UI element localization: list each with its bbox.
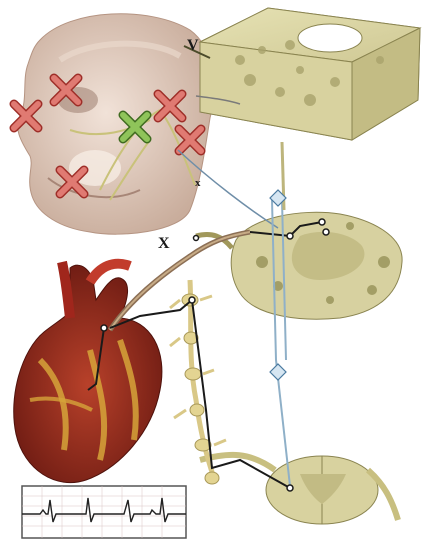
brainstem-section-top — [200, 8, 420, 140]
nerve-label-x-face: x — [195, 177, 201, 189]
ecg-strip — [22, 486, 186, 538]
spinal-cord-lower — [200, 455, 398, 524]
nerve-label-x-vagus: X — [158, 235, 170, 252]
nerve-label-v: V — [187, 37, 199, 54]
